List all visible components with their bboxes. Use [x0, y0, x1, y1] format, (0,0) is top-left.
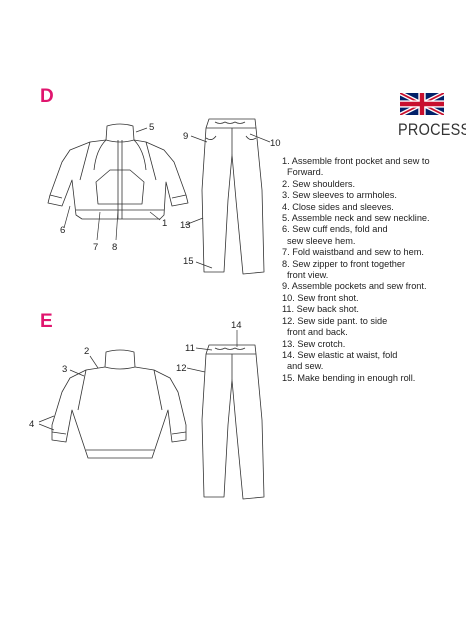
callout-2: 2 [84, 346, 89, 357]
process-title: PROCESS [398, 120, 466, 139]
callout-15: 15 [183, 256, 194, 267]
step-3: 3. Sew sleeves to armholes. [282, 190, 397, 201]
pants-drawing-d [201, 118, 265, 275]
section-d-label: D [40, 86, 54, 107]
step-2: 2. Sew shoulders. [282, 178, 356, 189]
callout-8: 8 [112, 242, 117, 253]
step-7: 7. Fold waistband and sew to hem. [282, 247, 424, 258]
callout-9: 9 [183, 131, 188, 142]
step-9: 9. Assemble pockets and sew front. [282, 281, 427, 292]
callout-3: 3 [62, 364, 67, 375]
step-13: 13. Sew crotch. [282, 338, 346, 349]
callout-5: 5 [149, 122, 154, 133]
step-4: 4. Close sides and sleeves. [282, 201, 394, 212]
callout-1: 1 [162, 218, 167, 229]
callout-4: 4 [29, 419, 34, 430]
step-5: 5. Assemble neck and sew neckline. [282, 213, 430, 224]
section-e-label: E [40, 311, 53, 332]
jacket-drawing [47, 123, 189, 220]
callout-7: 7 [93, 242, 98, 253]
sweatshirt-drawing [51, 349, 187, 459]
callout-6: 6 [60, 225, 65, 236]
step-15: 15. Make bending in enough roll. [282, 372, 416, 383]
callout-11: 11 [185, 343, 195, 354]
pants-drawing-e [201, 344, 265, 500]
callout-10: 10 [270, 138, 281, 149]
callout-12: 12 [176, 363, 187, 374]
callout-13: 13 [180, 220, 191, 231]
step-10: 10. Sew front shot. [282, 292, 359, 303]
union-jack-flag-icon [400, 93, 444, 115]
callout-14: 14 [231, 320, 242, 331]
step-11: 11. Sew back shot. [282, 304, 359, 315]
